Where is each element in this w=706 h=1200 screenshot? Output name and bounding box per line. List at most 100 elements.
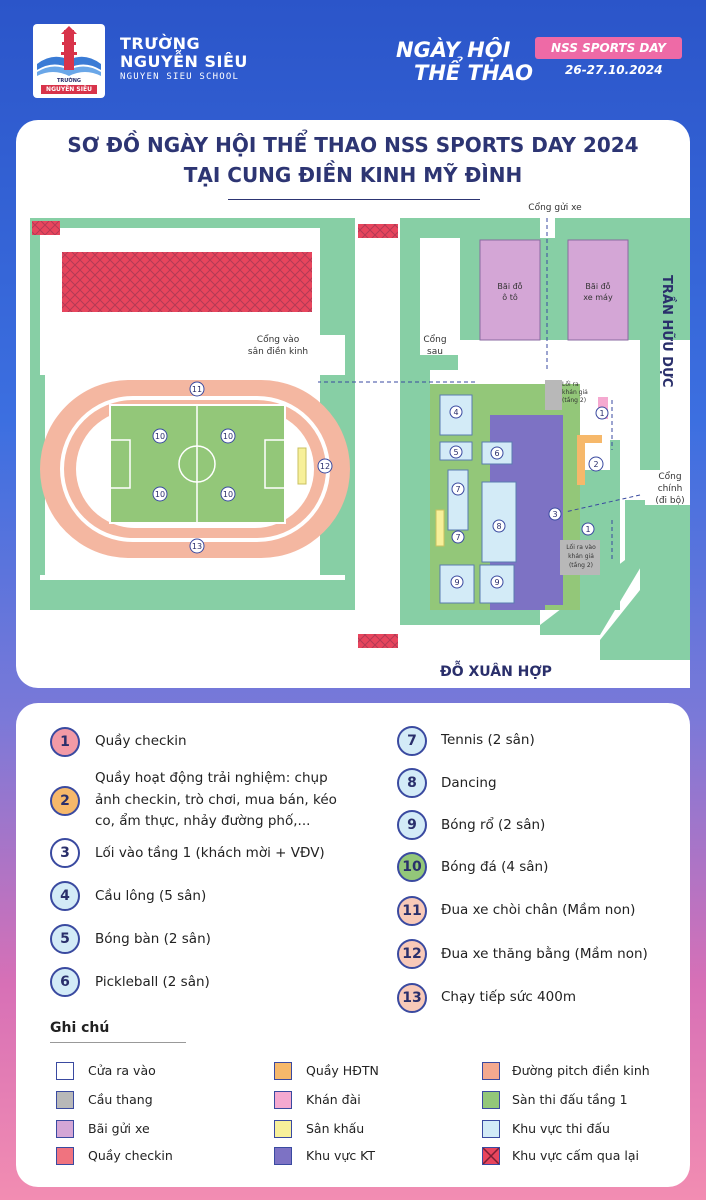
legend-num-2: 2 (50, 786, 80, 816)
note-activity: Quầy HĐTN (306, 1063, 379, 1078)
svg-text:7: 7 (455, 485, 460, 494)
legend-item-11: Đua xe chòi chân (Mầm non) (441, 902, 636, 918)
logo-text-bottom: NGUYỄN SIÊU (41, 85, 97, 94)
school-name-line1: TRƯỜNG (120, 34, 201, 53)
event-badge: NSS SPORTS DAY (535, 37, 682, 59)
legend-item-7: Tennis (2 sân) (441, 732, 535, 748)
swatch-floor (482, 1091, 500, 1109)
legend-item-5: Bóng bàn (2 sân) (95, 931, 211, 947)
note-parking: Bãi gửi xe (88, 1121, 150, 1136)
swatch-track (482, 1062, 500, 1080)
legend-item-4: Cầu lông (5 sân) (95, 888, 207, 904)
legend-item-2-l3: co, ẩm thực, nhảy đường phố,... (95, 813, 311, 829)
note-floor: Sàn thi đấu tầng 1 (512, 1092, 628, 1107)
note-stairs: Cầu thang (88, 1092, 153, 1107)
svg-text:6: 6 (494, 449, 499, 458)
label-bike-parking-2: xe máy (583, 293, 613, 302)
event-dates: 26-27.10.2024 (565, 63, 663, 77)
note-restricted: Khu vực cấm qua lại (512, 1148, 639, 1163)
note-door: Cửa ra vào (88, 1063, 156, 1078)
svg-text:5: 5 (453, 448, 458, 457)
svg-text:9: 9 (494, 578, 499, 587)
legend-card (16, 703, 690, 1187)
label-track-gate-1: Cổng vào (256, 335, 300, 345)
svg-text:7: 7 (455, 533, 460, 542)
label-exit-2: khán giả (562, 389, 588, 396)
legend-item-2-l1: Quầy hoạt động trải nghiệm: chụp (95, 770, 328, 786)
svg-text:12: 12 (320, 462, 330, 471)
swatch-competition (482, 1120, 500, 1138)
label-parking-gate: Cổng gửi xe (528, 203, 582, 213)
title-divider (228, 199, 480, 200)
label-entry-exit-2: khán giả (568, 553, 594, 560)
legend-item-9: Bóng rổ (2 sân) (441, 817, 546, 833)
svg-text:10: 10 (223, 432, 233, 441)
legend-item-3: Lối vào tầng 1 (khách mời + VĐV) (95, 845, 325, 861)
legend-item-13: Chạy tiếp sức 400m (441, 989, 576, 1005)
label-bike-parking-1: Bãi đỗ (585, 282, 611, 291)
svg-text:10: 10 (223, 490, 233, 499)
svg-text:9: 9 (454, 578, 459, 587)
swatch-door (56, 1062, 74, 1080)
svg-text:1: 1 (599, 409, 604, 418)
swatch-stage (274, 1120, 292, 1138)
label-car-parking-2: ô tô (502, 293, 518, 302)
logo-text-top: TRƯỜNG (56, 78, 82, 84)
legend-item-10: Bóng đá (4 sân) (441, 859, 549, 875)
note-stands: Khán đài (306, 1092, 361, 1107)
svg-text:2: 2 (593, 460, 598, 469)
legend-item-12: Đua xe thăng bằng (Mầm non) (441, 946, 648, 962)
notes-divider (50, 1042, 186, 1043)
school-name-en: NGUYEN SIEU SCHOOL (120, 72, 240, 82)
school-logo: TRƯỜNG NGUYỄN SIÊU (33, 24, 105, 98)
svg-text:13: 13 (192, 542, 202, 551)
swatch-restricted (482, 1147, 500, 1165)
legend-num-6: 6 (50, 967, 80, 997)
map-title-line2: TẠI CUNG ĐIỀN KINH MỸ ĐÌNH (183, 163, 523, 187)
swatch-parking (56, 1120, 74, 1138)
swatch-activity (274, 1062, 292, 1080)
note-stage: Sân khấu (306, 1121, 365, 1136)
legend-num-8: 8 (397, 768, 427, 798)
note-checkin: Quầy checkin (88, 1148, 173, 1163)
legend-num-12: 12 (397, 939, 427, 969)
label-entry-exit-3: (tầng 2) (568, 562, 594, 569)
label-track-gate-2: sân điền kinh (247, 347, 309, 357)
event-title-line2: THỂ THAO (414, 61, 533, 85)
legend-num-4: 4 (50, 881, 80, 911)
swatch-checkin (56, 1147, 74, 1165)
legend-item-8: Dancing (441, 775, 497, 791)
legend-num-7: 7 (397, 726, 427, 756)
svg-text:1: 1 (585, 525, 590, 534)
label-main-gate-3: (đi bộ) (655, 496, 685, 506)
svg-text:8: 8 (496, 522, 501, 531)
note-competition: Khu vực thi đấu (512, 1121, 610, 1136)
swatch-stands (274, 1091, 292, 1109)
motorbike-parking (567, 239, 629, 341)
label-main-gate-2: chính (657, 484, 683, 494)
label-main-gate-1: Cổng (658, 472, 682, 482)
legend-num-13: 13 (397, 983, 427, 1013)
notes-title: Ghi chú (50, 1020, 110, 1036)
svg-text:10: 10 (155, 432, 165, 441)
street-do-xuan-hop: ĐỖ XUÂN HỢP (440, 664, 552, 680)
legend-num-1: 1 (50, 727, 80, 757)
svg-text:10: 10 (155, 490, 165, 499)
note-track: Đường pitch điền kinh (512, 1063, 650, 1078)
label-exit-1: Lối ra (562, 381, 579, 388)
event-title-line1: NGÀY HỘI (396, 38, 511, 62)
stage (297, 447, 307, 485)
map-title-line1: SƠ ĐỒ NGÀY HỘI THỂ THAO NSS SPORTS DAY 2… (67, 133, 639, 157)
label-car-parking-1: Bãi đỗ (497, 282, 523, 291)
legend-num-11: 11 (397, 896, 427, 926)
note-technical: Khu vực KT (306, 1148, 376, 1163)
stairs (545, 380, 562, 410)
legend-num-9: 9 (397, 810, 427, 840)
legend-num-5: 5 (50, 924, 80, 954)
swatch-stairs (56, 1091, 74, 1109)
swatch-technical (274, 1147, 292, 1165)
legend-num-3: 3 (50, 838, 80, 868)
car-parking (479, 239, 541, 341)
label-exit-3: (tầng 2) (562, 397, 587, 404)
svg-text:4: 4 (453, 408, 458, 417)
